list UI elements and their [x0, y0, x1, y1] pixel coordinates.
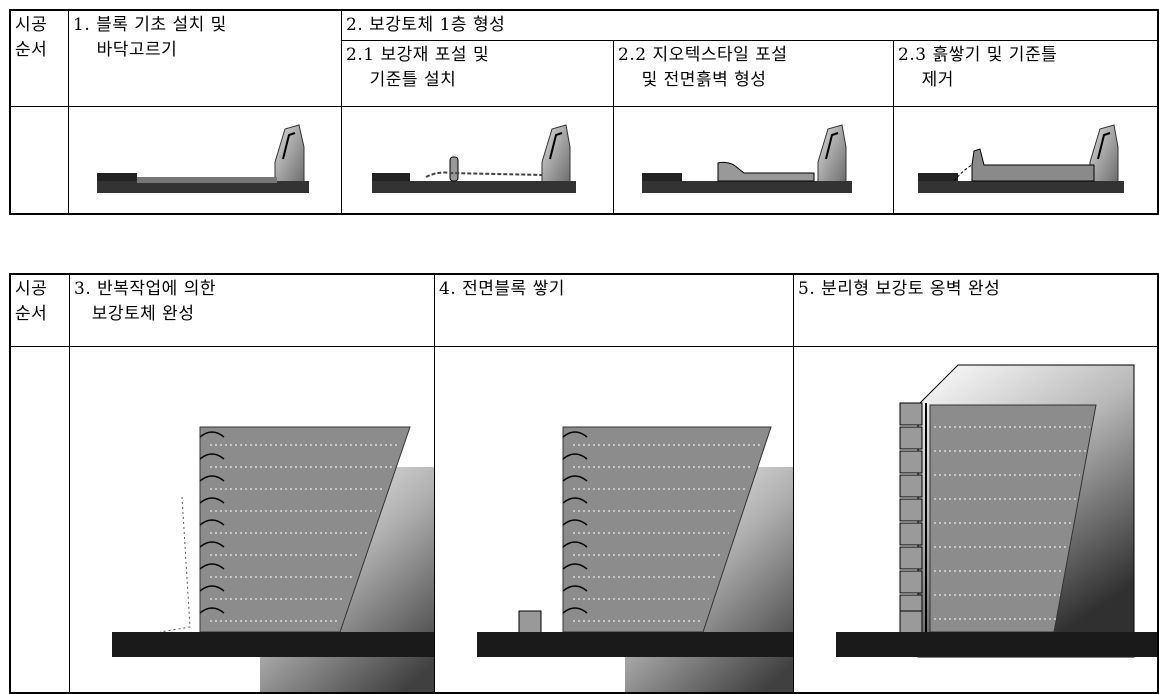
- base-ground: [372, 180, 576, 193]
- reference-frame: [449, 156, 459, 181]
- step-4-illustration: [477, 426, 793, 692]
- slope-marker: [549, 131, 563, 159]
- sequence-empty-cell: [9, 105, 69, 214]
- step-5-illustration: [836, 364, 1157, 657]
- sequence-header-cell: 시공 순서: [9, 273, 70, 347]
- step-3-illustration-cell: [69, 345, 435, 693]
- base-ground: [477, 631, 793, 657]
- step-3-header-cell: 3. 반복작업에 의한 보강토체 완성: [69, 273, 435, 347]
- leveling-layer: [137, 176, 277, 183]
- step-4-header-cell: 4. 전면블록 쌓기: [434, 273, 794, 347]
- step-5-header-cell: 5. 분리형 보강토 옹벽 완성: [793, 273, 1159, 347]
- step-2-2-illustration-cell: [613, 105, 894, 214]
- front-block: [518, 610, 542, 633]
- base-ground: [97, 180, 309, 193]
- construction-sequence-table-top: 시공 순서 1. 블록 기초 설치 및 바닥고르기 2. 보강토체 1층 형성 …: [9, 9, 1159, 215]
- step-2-label: 2. 보강토체 1층 형성: [346, 15, 506, 35]
- step-3-illustration: [112, 426, 434, 692]
- step-1-label: 1. 블록 기초 설치 및 바닥고르기: [73, 15, 227, 60]
- step-2-1-illustration-cell: [341, 105, 614, 214]
- slope-marker: [1097, 131, 1111, 159]
- step-2-3-header-cell: 2.3 흙쌓기 및 기준틀 제거: [893, 39, 1159, 107]
- front-block-column: [899, 402, 923, 633]
- step-2-3-illustration-cell: [893, 105, 1159, 214]
- sequence-empty-cell: [9, 345, 70, 693]
- sequence-header: 시공 순서: [15, 279, 48, 324]
- step-2-1-header-cell: 2.1 보강재 포설 및 기준틀 설치: [341, 39, 614, 107]
- step-2-header-cell: 2. 보강토체 1층 형성: [341, 9, 1159, 41]
- base-ground: [918, 180, 1124, 193]
- construction-sequence-table-bottom: 시공 순서 3. 반복작업에 의한 보강토체 완성 4. 전면블록 쌓기 5. …: [9, 273, 1159, 694]
- step-5-illustration-cell: [793, 345, 1159, 693]
- step-2-2-label: 2.2 지오텍스타일 포설 및 전면흙벽 형성: [618, 44, 788, 90]
- face-guide: [159, 496, 191, 632]
- slope-marker: [825, 131, 839, 159]
- step-2-3-illustration: [918, 123, 1124, 193]
- reinforcement-layers: [573, 444, 761, 621]
- base-ground: [112, 631, 434, 657]
- sequence-header-cell: 시공 순서: [9, 9, 69, 107]
- step-3-label: 3. 반복작업에 의한 보강토체 완성: [74, 279, 217, 324]
- compacted-fill: [971, 147, 1095, 181]
- step-2-1-illustration: [372, 123, 576, 193]
- base-ground: [836, 631, 1157, 657]
- front-soil-wall: [717, 161, 815, 181]
- step-2-1-label: 2.1 보강재 포설 및 기준틀 설치: [346, 44, 490, 90]
- step-4-illustration-cell: [434, 345, 794, 693]
- reinforcement-layers: [210, 444, 400, 621]
- step-2-2-header-cell: 2.2 지오텍스타일 포설 및 전면흙벽 형성: [613, 39, 894, 107]
- step-4-label: 4. 전면블록 쌓기: [439, 279, 565, 299]
- reinforcement-layers: [934, 426, 1090, 619]
- base-ground: [642, 180, 852, 193]
- step-2-2-illustration: [642, 123, 852, 193]
- step-1-illustration: [97, 123, 309, 193]
- sequence-header: 시공 순서: [15, 15, 48, 60]
- step-5-label: 5. 분리형 보강토 옹벽 완성: [798, 279, 1001, 299]
- geotextile-wrap: [953, 164, 973, 181]
- slope-marker: [282, 131, 296, 159]
- step-2-3-label: 2.3 흙쌓기 및 기준틀 제거: [898, 44, 1058, 90]
- geotextile-wraps: [562, 430, 588, 614]
- step-1-header-cell: 1. 블록 기초 설치 및 바닥고르기: [68, 9, 342, 107]
- reinforcement: [425, 171, 543, 178]
- step-1-illustration-cell: [68, 105, 342, 214]
- geotextile-wraps: [199, 430, 225, 614]
